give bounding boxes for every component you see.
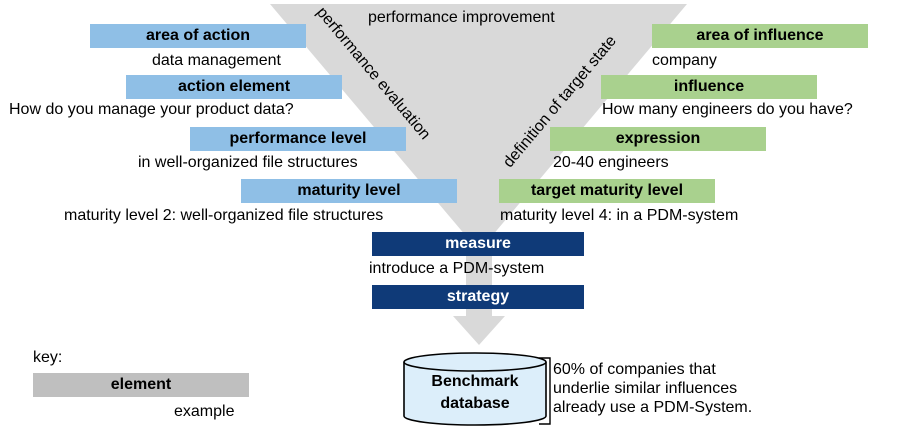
database-icon bbox=[403, 352, 547, 426]
expression-box: expression bbox=[550, 127, 766, 151]
influence-text: How many engineers do you have? bbox=[602, 101, 853, 118]
action-element-text: How do you manage your product data? bbox=[9, 101, 294, 118]
key-element-box: element bbox=[33, 373, 249, 397]
note-bracket bbox=[539, 357, 551, 425]
funnel-top-label: performance improvement bbox=[368, 9, 555, 26]
target-maturity-level-box: target maturity level bbox=[499, 179, 715, 203]
database-label-line2: database bbox=[440, 395, 510, 412]
maturity-level-box: maturity level bbox=[241, 179, 457, 203]
area-of-influence-box: area of influence bbox=[652, 24, 868, 48]
measure-box: measure bbox=[372, 232, 584, 256]
performance-level-box: performance level bbox=[190, 127, 406, 151]
funnel-body bbox=[270, 4, 687, 345]
area-of-action-text: data management bbox=[152, 52, 281, 69]
area-of-action-box: area of action bbox=[90, 24, 306, 48]
area-of-influence-text: company bbox=[652, 52, 717, 69]
database-label: Benchmark database bbox=[402, 371, 548, 415]
database-label-line1: Benchmark bbox=[431, 373, 519, 390]
database-note-line2: underlie similar influences bbox=[553, 380, 738, 397]
database-note: 60% of companies that underlie similar i… bbox=[553, 360, 752, 417]
target-maturity-level-text: maturity level 4: in a PDM-system bbox=[500, 207, 739, 224]
maturity-level-text: maturity level 2: well-organized file st… bbox=[64, 207, 384, 224]
database-note-line1: 60% of companies that bbox=[553, 361, 716, 378]
key-example-text: example bbox=[174, 403, 235, 420]
performance-level-text: in well-organized file structures bbox=[138, 154, 358, 171]
expression-text: 20-40 engineers bbox=[553, 154, 669, 171]
key-title: key: bbox=[33, 349, 63, 366]
measure-text: introduce a PDM-system bbox=[369, 260, 545, 277]
strategy-box: strategy bbox=[372, 285, 584, 309]
database-note-line3: already use a PDM-System. bbox=[553, 399, 753, 416]
action-element-box: action element bbox=[126, 75, 342, 99]
influence-box: influence bbox=[601, 75, 817, 99]
